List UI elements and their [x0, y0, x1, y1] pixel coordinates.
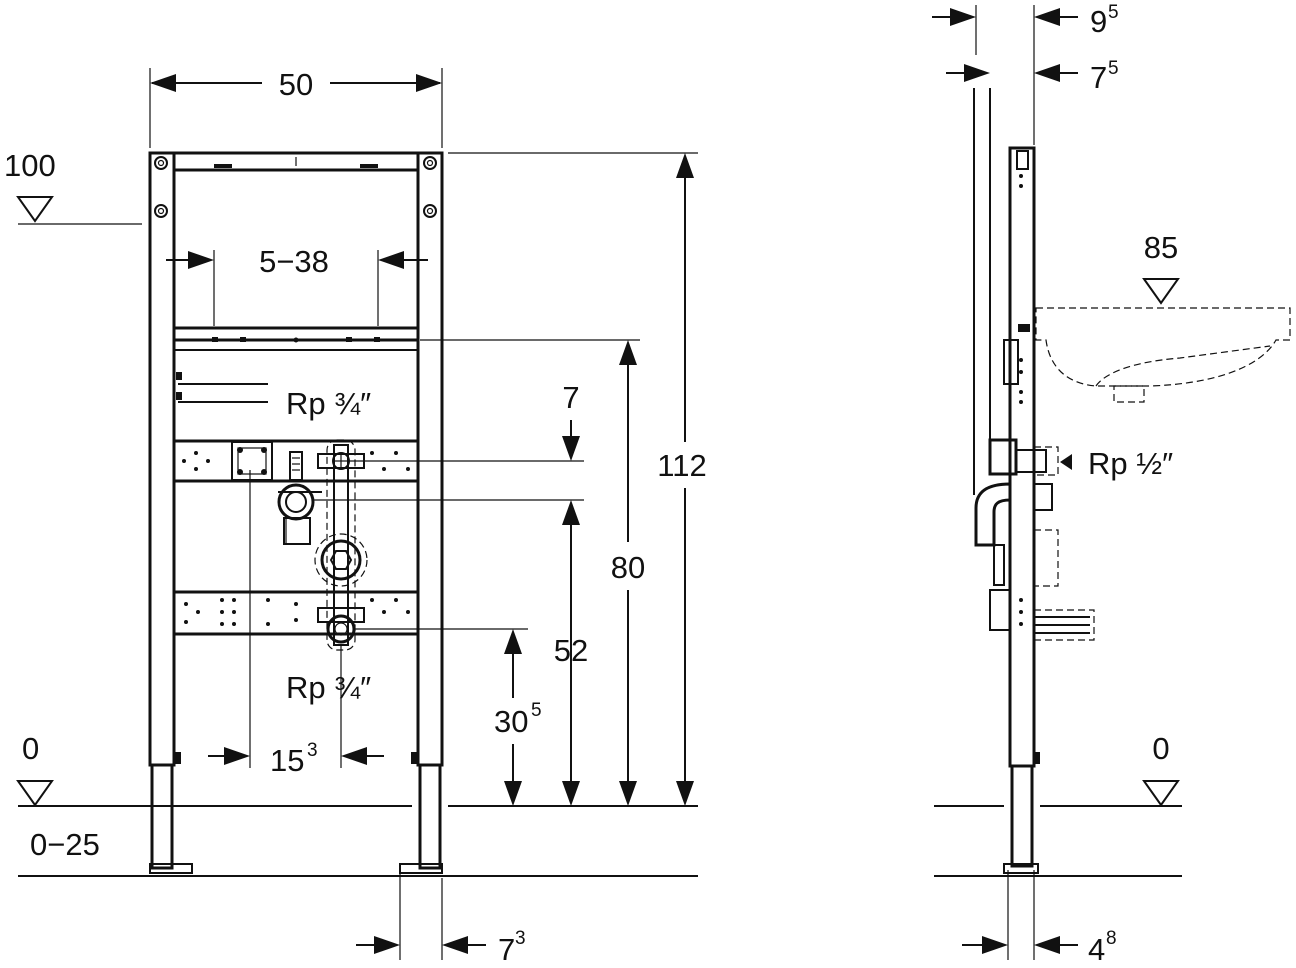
label-adjust-range: 0−25	[30, 827, 100, 862]
label-rail-range: 5−38	[259, 244, 329, 279]
dim-rail-height: 80	[611, 340, 645, 806]
label-depth-a: 9	[1090, 4, 1107, 39]
label-supply-height-sup: 5	[531, 700, 542, 721]
label-side-supply: Rp ½″	[1088, 446, 1173, 481]
lower-mounting-plate	[172, 590, 420, 636]
dim-side-foot: 4 8	[962, 870, 1117, 967]
label-basin-level: 85	[1144, 230, 1178, 265]
dim-supply-height: 30 5	[494, 629, 542, 806]
level-marker-100: 100	[4, 148, 56, 223]
basin-outline	[1003, 307, 1291, 403]
label-foot-offset-sup: 3	[515, 928, 526, 949]
label-side-floor-level: 0	[1152, 731, 1169, 766]
side-level-marker-85: 85	[1142, 230, 1180, 305]
label-depth-b-sup: 5	[1108, 58, 1119, 79]
central-riser	[314, 439, 368, 651]
label-upper-supply: Rp ¾″	[286, 386, 371, 421]
front-extension-lines	[18, 68, 698, 960]
dim-depth-b: 7 5	[946, 58, 1119, 95]
label-side-foot: 4	[1088, 932, 1105, 967]
level-marker-0: 0 0−25	[16, 731, 100, 862]
dim-depth-a: 9 5	[932, 2, 1119, 39]
upper-supply-pipes	[176, 372, 268, 403]
dim-frame-width: 50	[150, 67, 442, 102]
dim-total-height: 112	[657, 153, 707, 806]
side-view: 85 Rp ½″ 0	[932, 2, 1291, 967]
label-waste-height: 52	[554, 633, 588, 668]
label-supply-height: 30	[494, 704, 528, 739]
label-side-foot-sup: 8	[1106, 928, 1117, 949]
label-total-height: 112	[657, 448, 706, 483]
label-frame-width: 50	[279, 67, 313, 102]
label-depth-a-sup: 5	[1108, 2, 1119, 23]
label-depth-b: 7	[1090, 60, 1107, 95]
label-dim-7: 7	[562, 380, 579, 415]
dim-rail-range: 5−38	[166, 244, 428, 279]
label-connection-spacing-sup: 3	[307, 740, 318, 761]
label-lower-supply: Rp ¾″	[286, 670, 371, 705]
dim-connection-spacing: 15 3	[208, 740, 384, 778]
waste-elbow	[277, 483, 322, 545]
label-connection-spacing: 15	[270, 743, 304, 778]
dim-7: 7 52	[554, 380, 588, 806]
basin-mounting-rail	[172, 326, 420, 351]
label-rail-height: 80	[611, 550, 645, 585]
front-view: 50 100 0 0−25 5−38 Rp ¾″ Rp ¾″	[4, 67, 707, 967]
side-supply-fittings	[974, 438, 1095, 641]
label-foot-offset: 7	[498, 932, 515, 967]
top-crossbar	[172, 151, 420, 172]
side-level-marker-0: 0	[1142, 731, 1180, 807]
label-top-level: 100	[4, 148, 56, 183]
dim-foot-offset: 7 3	[356, 928, 526, 967]
label-floor-level: 0	[22, 731, 39, 766]
